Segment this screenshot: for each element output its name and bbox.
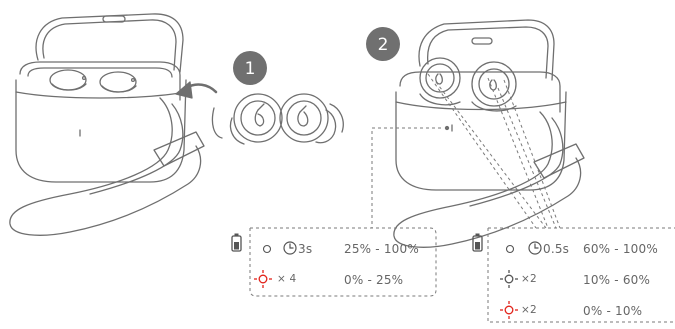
- arrow-icon: [176, 82, 216, 98]
- right-row3-range: 0% - 10%: [583, 304, 642, 318]
- right-row1-duration: 0.5s: [543, 242, 569, 256]
- left-row1-duration: 3s: [298, 242, 312, 256]
- right-row2-range: 10% - 60%: [583, 273, 650, 287]
- left-row2-range: 0% - 25%: [344, 273, 403, 287]
- earbud-icon: [280, 94, 343, 143]
- led-flash-icon: [254, 270, 272, 288]
- battery-icon: [232, 234, 241, 252]
- earbud-icon: [212, 94, 282, 144]
- led-flash-icon: [500, 270, 518, 288]
- step-badge: 1: [233, 51, 267, 85]
- left-row1-range: 25% - 100%: [344, 242, 419, 256]
- right-row1-range: 60% - 100%: [583, 242, 658, 256]
- left-charging-case: [10, 14, 204, 235]
- right-row3-count: ×2: [521, 304, 537, 316]
- led-flash-icon: [500, 301, 518, 319]
- step-badge: 2: [366, 27, 400, 61]
- clock-icon: [529, 242, 541, 254]
- right-charging-case: [394, 20, 584, 247]
- left-row2-count: × 4: [277, 273, 296, 285]
- led-off-icon: [507, 246, 514, 253]
- clock-icon: [284, 242, 296, 254]
- step-number: 1: [245, 59, 256, 79]
- battery-icon: [473, 234, 482, 252]
- step-number: 2: [378, 35, 389, 55]
- led-off-icon: [264, 246, 271, 253]
- right-row2-count: ×2: [521, 273, 537, 285]
